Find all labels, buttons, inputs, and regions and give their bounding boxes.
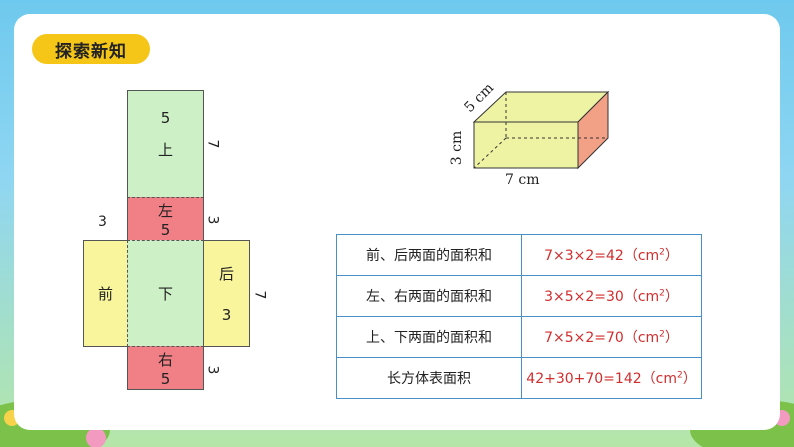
table-row: 左、右两面的面积和 3×5×2=30（cm2） [336,275,702,317]
answer-exp: 2 [659,288,665,299]
answer-text: 7×3×2=42（cm [544,248,660,264]
answer-text: 7×5×2=70（cm [544,330,660,346]
net-back-label: 后 [218,265,234,283]
net-dim-side-7: 7 [251,290,268,300]
cuboid-diagram [472,90,610,170]
answer-text: 3×5×2=30（cm [544,289,660,305]
answer-tail: ） [664,248,679,264]
net-dim-top-length: 7 [204,139,221,149]
net-dim-bottom-3: 3 [204,365,221,375]
net-face-front: 前 [83,240,128,347]
net-left-num: 5 [160,220,171,239]
answer-text: 42+30+70=142（cm [526,371,677,387]
table-cell-question: 长方体表面积 [336,357,522,399]
answer-exp: 2 [659,329,665,340]
cuboid-length-label: 7 cm [505,172,540,188]
table-cell-question: 前、后两面的面积和 [336,234,522,276]
net-dim-left-3: 3 [98,214,107,230]
cuboid-front-face [473,121,579,169]
answer-exp: 2 [676,370,683,381]
table-cell-question: 上、下两面的面积和 [336,316,522,358]
table-cell-answer: 3×5×2=30（cm2） [521,275,702,317]
answer-tail: ） [682,371,697,387]
table-row: 前、后两面的面积和 7×3×2=42（cm2） [336,234,702,276]
cuboid-height-label: 3 cm [449,130,466,166]
table-row: 长方体表面积 42+30+70=142（cm2） [336,357,702,399]
net-dim-right-3: 3 [204,215,221,225]
net-face-top: 5 上 [127,90,204,198]
table-cell-answer: 7×5×2=70（cm2） [521,316,702,358]
table-cell-answer: 7×3×2=42（cm2） [521,234,702,276]
net-left-label: 左 [157,201,173,220]
table-cell-answer: 42+30+70=142（cm2） [521,357,702,399]
net-front-label: 前 [97,285,113,303]
net-face-right: 右 5 [127,346,204,390]
net-right-num: 5 [160,369,171,388]
net-face-bottom: 下 [127,240,204,347]
net-face-left: 左 5 [127,197,204,241]
table-row: 上、下两面的面积和 7×5×2=70（cm2） [336,316,702,358]
answer-exp: 2 [659,247,665,258]
cuboid-right-face [577,90,609,170]
net-top-label: 上 [157,140,173,159]
table-cell-question: 左、右两面的面积和 [336,275,522,317]
answer-tail: ） [664,289,679,305]
area-table: 前、后两面的面积和 7×3×2=42（cm2） 左、右两面的面积和 3×5×2=… [336,234,702,399]
net-back-num: 3 [221,306,232,324]
net-right-label: 右 [157,350,173,369]
topic-badge: 探索新知 [32,34,150,64]
answer-tail: ） [664,330,679,346]
net-top-num: 5 [160,108,171,127]
net-bottom-label: 下 [157,285,173,303]
net-face-back: 后 3 [203,240,250,347]
